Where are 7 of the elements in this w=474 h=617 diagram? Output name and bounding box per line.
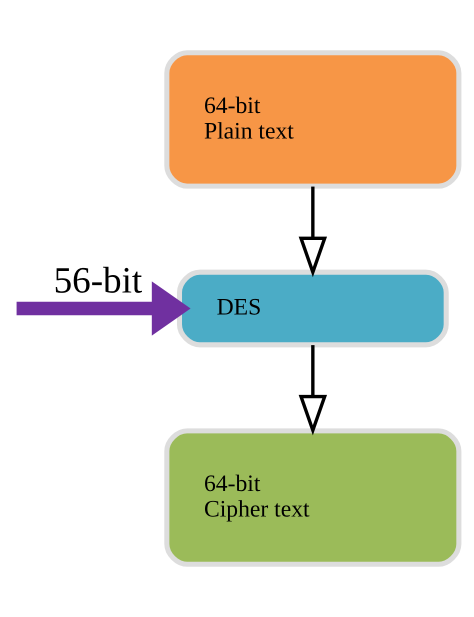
edge-label: 56-bit <box>54 260 142 302</box>
arrow <box>298 345 328 436</box>
node-box: 64-bit Cipher text <box>164 428 462 567</box>
node-box: DES <box>176 270 449 348</box>
arrow <box>298 186 328 278</box>
node-box: 64-bit Plain text <box>164 50 462 189</box>
arrow <box>16 281 191 336</box>
